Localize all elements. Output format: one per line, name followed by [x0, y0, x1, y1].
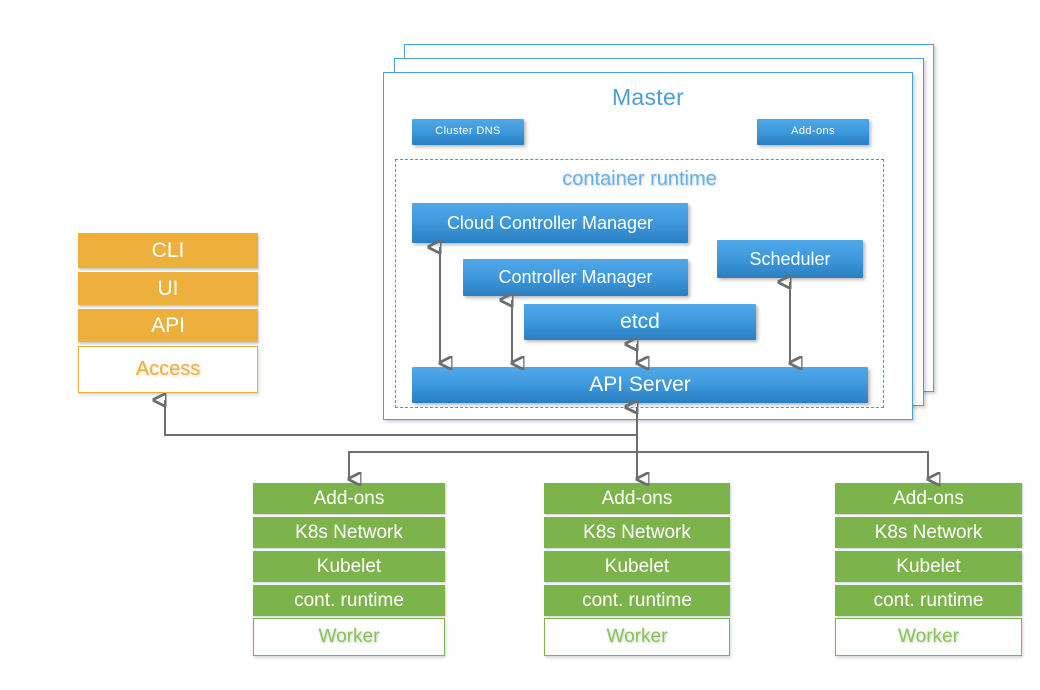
wire-apiserver-worker3: [637, 451, 928, 479]
worker3-footer[interactable]: Worker: [835, 618, 1022, 656]
access-layer-ui[interactable]: UI: [78, 272, 258, 305]
worker2-layer-k8s-network[interactable]: K8s Network: [544, 517, 730, 548]
scheduler-box[interactable]: Scheduler: [717, 240, 863, 278]
access-layer-cli[interactable]: CLI: [78, 233, 258, 268]
wire-apiserver-worker1: [349, 451, 637, 479]
worker3-layer-kubelet[interactable]: Kubelet: [835, 551, 1022, 582]
master-title: Master: [611, 84, 685, 110]
worker2-layer-addons[interactable]: Add-ons: [544, 483, 730, 514]
worker2-layer-kubelet[interactable]: Kubelet: [544, 551, 730, 582]
worker2-layer-cont-runtime[interactable]: cont. runtime: [544, 585, 730, 616]
worker2-footer[interactable]: Worker: [544, 618, 730, 656]
worker3-layer-k8s-network[interactable]: K8s Network: [835, 517, 1022, 548]
access-layer-api[interactable]: API: [78, 309, 258, 342]
worker1-layer-kubelet[interactable]: Kubelet: [253, 551, 445, 582]
worker1-footer[interactable]: Worker: [253, 618, 445, 656]
cloud-controller-manager-box[interactable]: Cloud Controller Manager: [412, 203, 688, 243]
master-addons-box[interactable]: Add-ons: [757, 119, 869, 145]
worker3-layer-cont-runtime[interactable]: cont. runtime: [835, 585, 1022, 616]
worker1-layer-cont-runtime[interactable]: cont. runtime: [253, 585, 445, 616]
cluster-dns-box[interactable]: Cluster DNS: [412, 119, 524, 145]
worker1-layer-k8s-network[interactable]: K8s Network: [253, 517, 445, 548]
controller-manager-box[interactable]: Controller Manager: [463, 259, 688, 296]
api-server-box[interactable]: API Server: [412, 367, 868, 403]
worker3-layer-addons[interactable]: Add-ons: [835, 483, 1022, 514]
worker1-layer-addons[interactable]: Add-ons: [253, 483, 445, 514]
etcd-box[interactable]: etcd: [524, 304, 756, 340]
container-runtime-title: container runtime: [562, 168, 717, 190]
access-footer[interactable]: Access: [78, 346, 258, 393]
